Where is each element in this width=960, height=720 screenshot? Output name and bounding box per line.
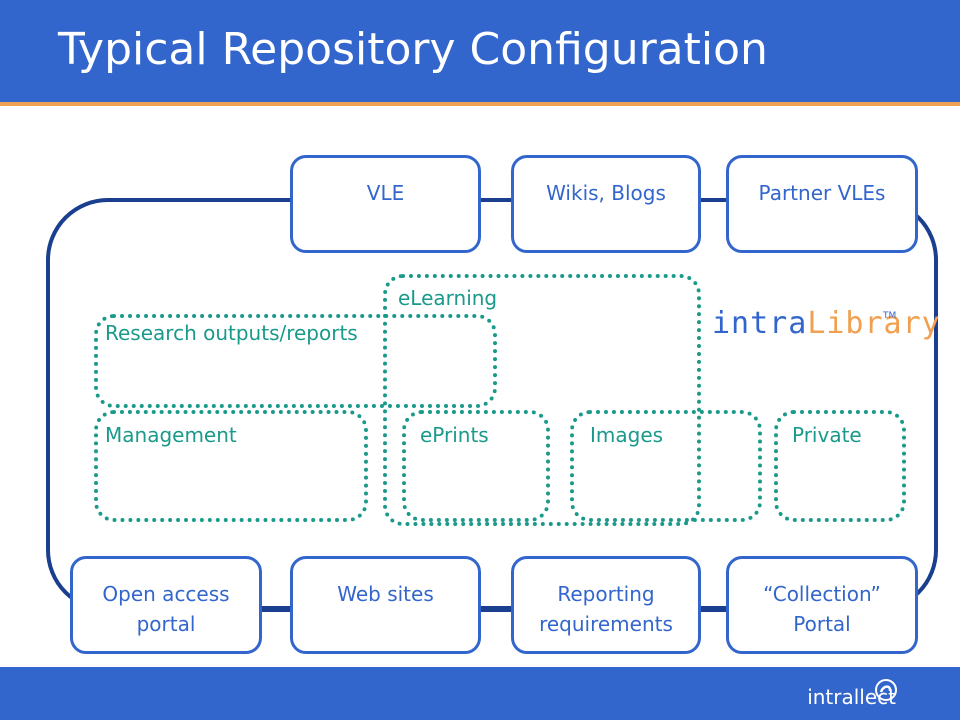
service-box-partner-vles: Partner VLEs <box>726 155 918 253</box>
logo-part-library: Library <box>807 306 941 341</box>
service-label: Partner VLEs <box>758 181 886 205</box>
group-eprints <box>402 410 550 522</box>
label-elearning: eLearning <box>398 286 498 310</box>
intralibrary-logo: intraLibrary <box>712 306 941 341</box>
intrallect-swirl-icon <box>875 679 897 701</box>
label-research: Research outputs/reports <box>105 321 358 345</box>
service-label-line2: requirements <box>539 612 673 636</box>
service-box-reporting-requirements: Reporting requirements <box>511 556 701 654</box>
label-private: Private <box>792 423 862 447</box>
header-bar <box>0 0 960 102</box>
group-elearning <box>383 274 701 526</box>
trademark-mark: TM <box>883 311 897 321</box>
group-research <box>94 314 497 408</box>
header-accent-line <box>0 102 960 106</box>
service-box-web-sites: Web sites <box>290 556 481 654</box>
group-private <box>774 410 906 522</box>
label-images: Images <box>590 423 664 447</box>
service-label-line2: portal <box>136 612 196 636</box>
slide-title: Typical Repository Configuration <box>58 24 768 75</box>
label-management: Management <box>105 423 237 447</box>
service-label: Wikis, Blogs <box>546 181 666 205</box>
service-label-line1: Reporting <box>557 582 655 606</box>
service-label-line1: Open access <box>102 582 230 606</box>
service-label-line1: Web sites <box>337 582 434 606</box>
group-images <box>570 410 762 522</box>
logo-part-intra: intra <box>712 306 808 341</box>
group-management <box>94 410 368 522</box>
footer-bar: intrallect <box>0 667 960 720</box>
label-eprints: ePrints <box>420 423 489 447</box>
service-box-open-access-portal: Open access portal <box>70 556 262 654</box>
service-label-line1: “Collection” <box>763 582 881 606</box>
service-label: VLE <box>366 181 405 205</box>
service-box-collection-portal: “Collection” Portal <box>726 556 918 654</box>
service-box-vle: VLE <box>290 155 481 253</box>
service-label-line2: Portal <box>793 612 851 636</box>
service-box-wikis-blogs: Wikis, Blogs <box>511 155 701 253</box>
